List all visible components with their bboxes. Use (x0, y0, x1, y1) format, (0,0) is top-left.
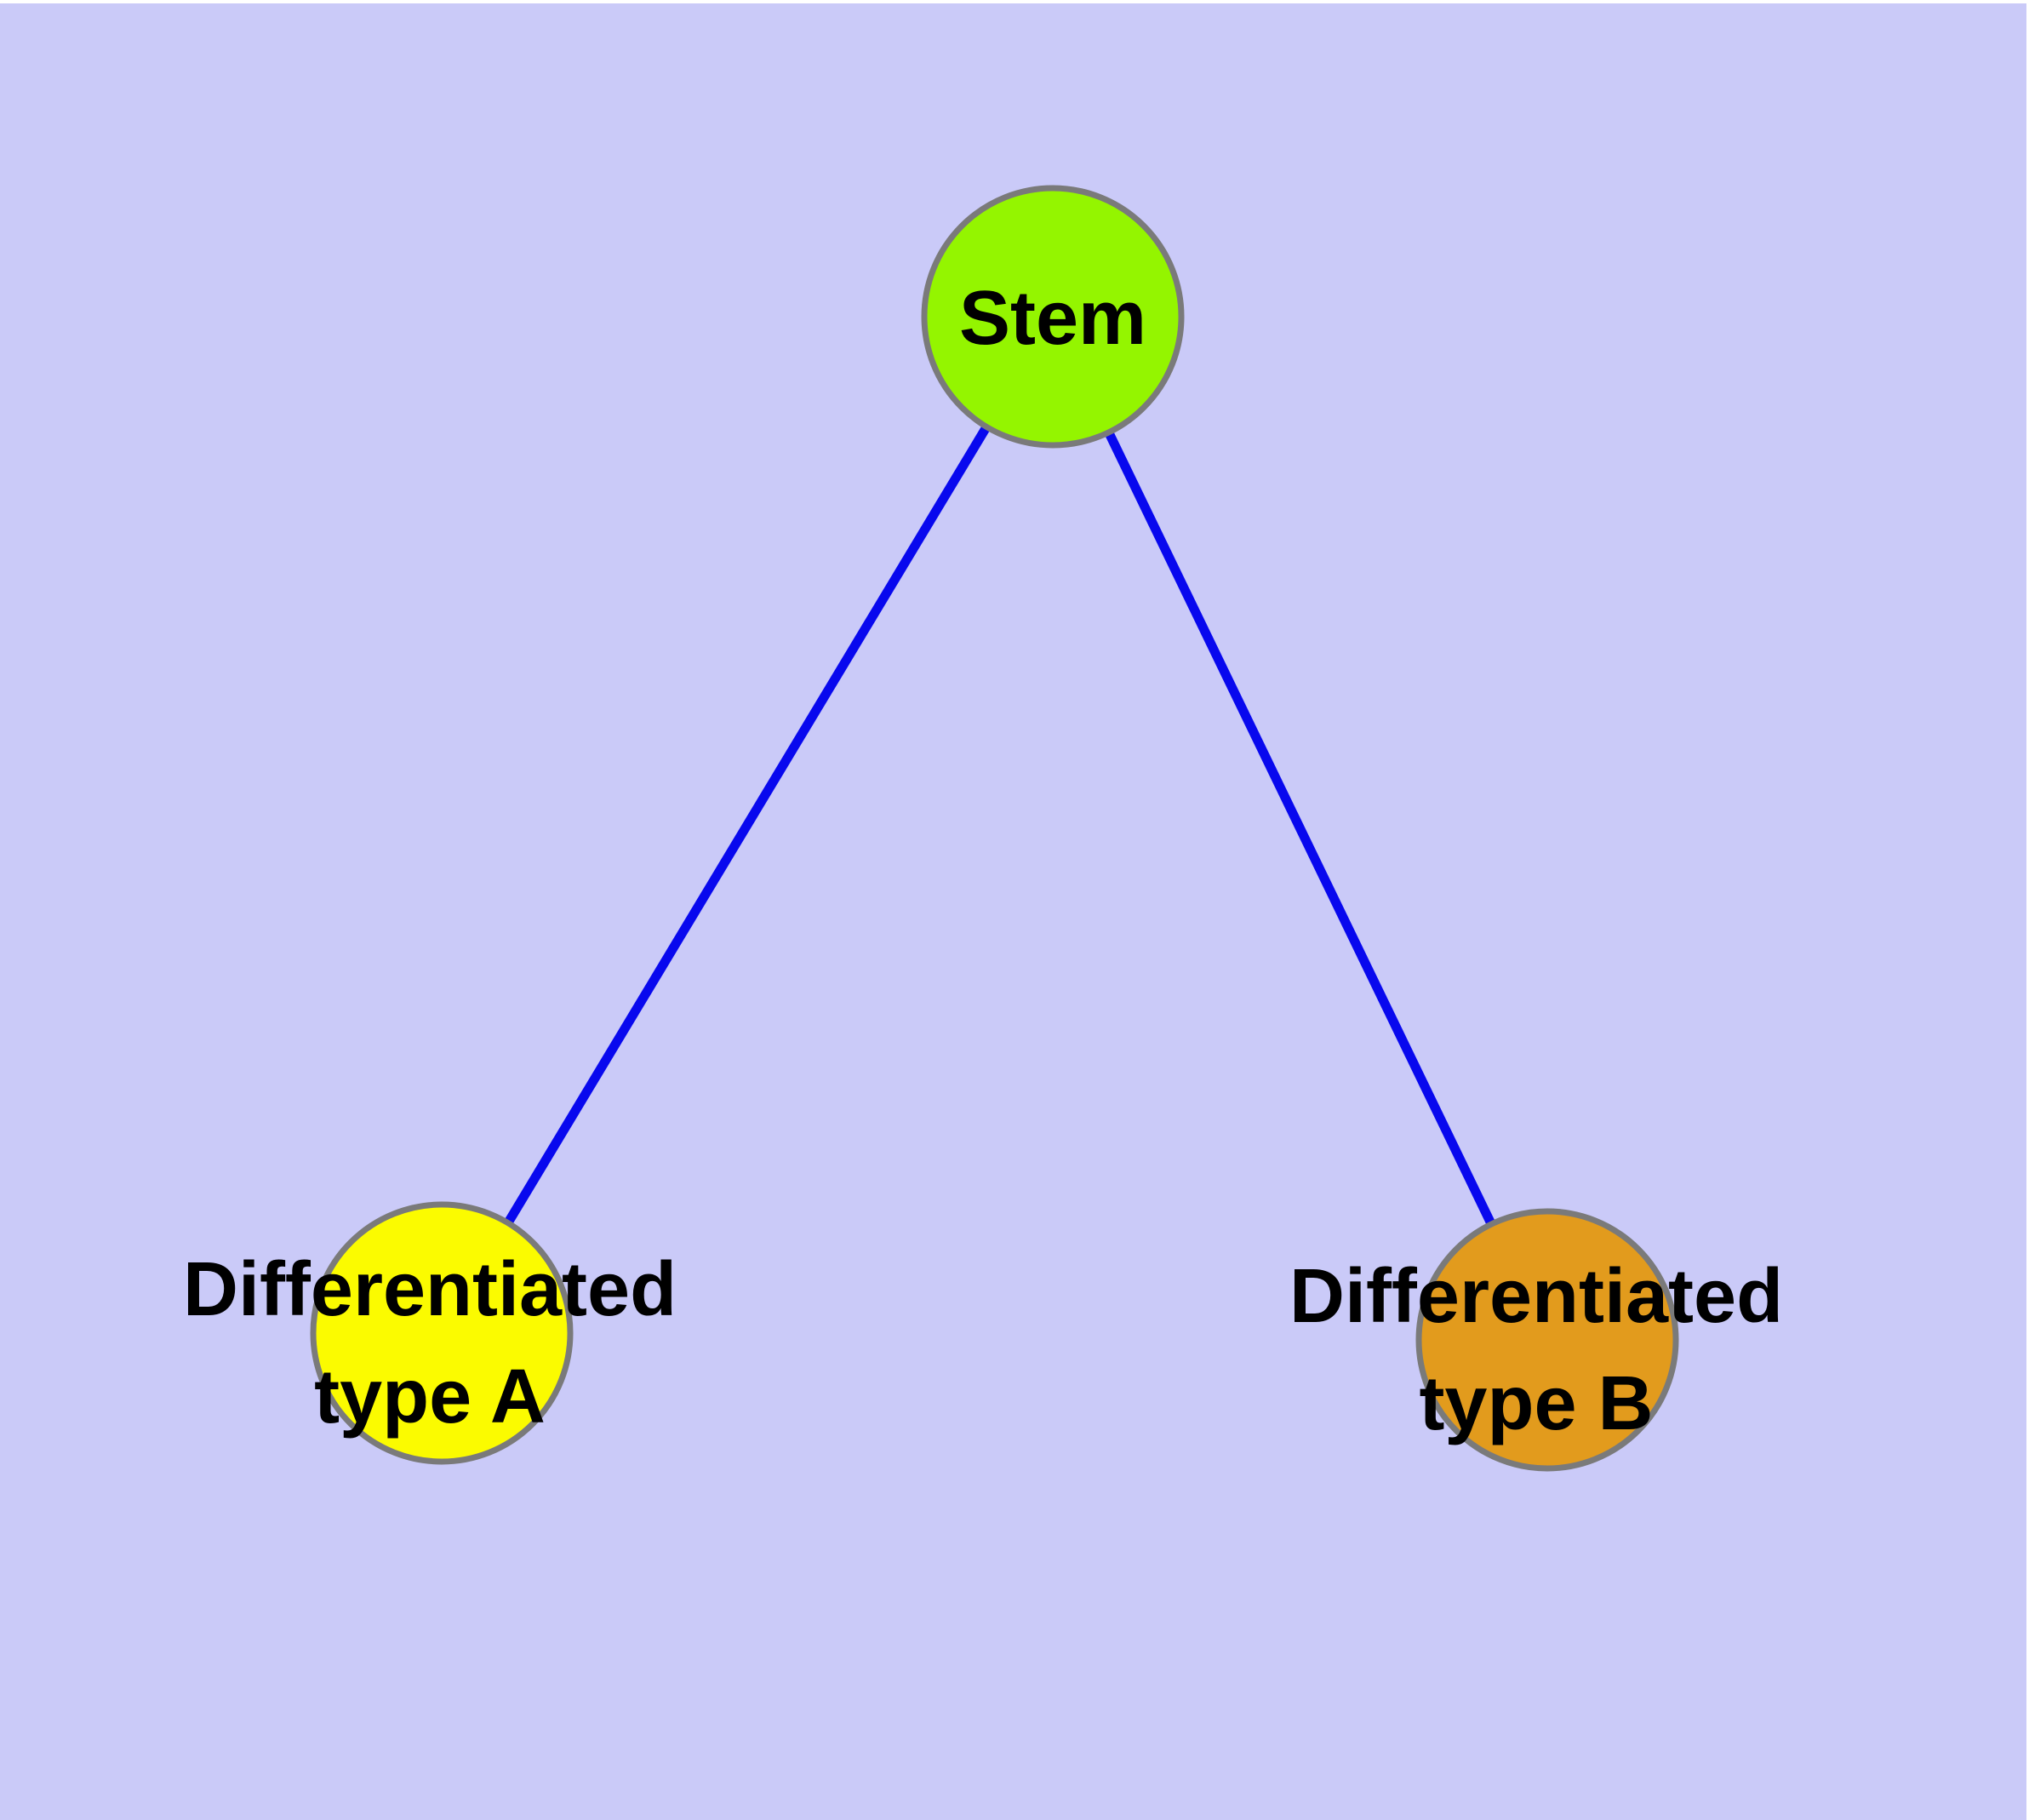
edge-stem-to-type-b (1049, 314, 1552, 1342)
stem-node-border (921, 185, 1185, 449)
type-a-node-border (310, 1201, 574, 1465)
type-b-node-circle (1419, 1211, 1676, 1468)
type-b-node-border (1415, 1208, 1679, 1472)
edge-stem-to-type-a (437, 314, 1057, 1336)
stem-node-circle (924, 188, 1181, 445)
type-a-node-circle (313, 1205, 570, 1462)
